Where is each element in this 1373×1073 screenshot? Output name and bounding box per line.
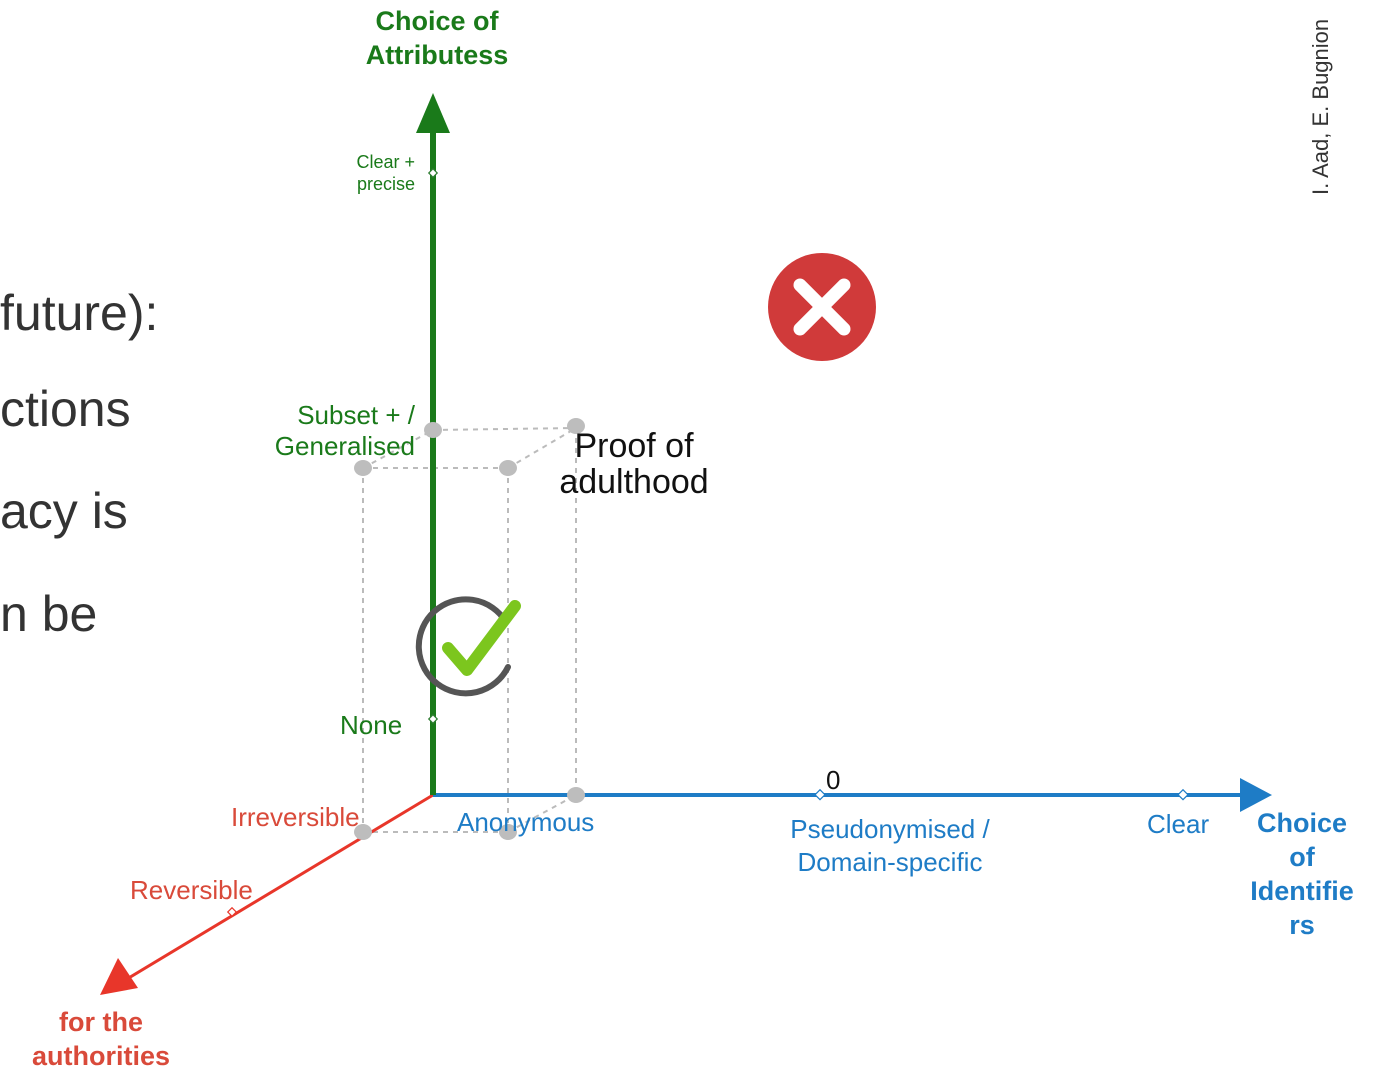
z-axis-title-line-2: authorities bbox=[31, 1041, 171, 1071]
tick-clear-precise bbox=[427, 167, 439, 179]
tick-label-irreversible: Irreversible bbox=[231, 802, 360, 832]
x-axis-title-line-3: Identifie bbox=[1250, 876, 1354, 906]
z-axis-title: for the authorities bbox=[0, 1005, 202, 1073]
reject-x-icon bbox=[768, 253, 876, 361]
x-axis-title-line-2: of bbox=[1289, 842, 1315, 872]
tick-label-none: None bbox=[340, 710, 403, 740]
y-axis-title: Choice of Attributess bbox=[337, 4, 537, 72]
x-axis-zero-label: 0 bbox=[826, 765, 841, 795]
tick-label-pseudonymised-line-1: Pseudonymised / bbox=[790, 814, 990, 844]
box-vertices bbox=[354, 418, 585, 840]
z-axis-title-line-1: for the bbox=[59, 1007, 143, 1037]
check-icon bbox=[415, 596, 521, 697]
body-text-line-3: acy is bbox=[0, 483, 128, 539]
tick-label-subset: Subset + / Generalised bbox=[230, 400, 415, 462]
x-axis-title-line-4: rs bbox=[1289, 910, 1315, 940]
tick-label-clear-precise-line-1: Clear + bbox=[356, 152, 415, 172]
proof-of-adulthood-line-2: adulthood bbox=[559, 463, 709, 501]
projection-box bbox=[362, 427, 577, 833]
tick-label-subset-line-1: Subset + / bbox=[297, 400, 415, 430]
body-text-line-4: n be bbox=[0, 586, 98, 642]
proof-of-adulthood-label: Proof of adulthood bbox=[548, 428, 720, 500]
tick-label-clear-precise: Clear + precise bbox=[330, 151, 415, 195]
tick-label-reversible: Reversible bbox=[130, 875, 253, 905]
x-axis-title-line-1: Choice bbox=[1256, 808, 1348, 838]
body-text-line-2: ctions bbox=[0, 381, 131, 437]
tick-label-clear-precise-line-2: precise bbox=[356, 174, 415, 194]
z-axis bbox=[100, 793, 434, 995]
tick-label-anonymous: Anonymous bbox=[457, 807, 595, 837]
tick-label-pseudonymised: Pseudonymised / Domain-specific bbox=[745, 813, 1035, 879]
tick-label-clear: Clear bbox=[1147, 809, 1210, 839]
proof-of-adulthood-line-1: Proof of bbox=[574, 427, 694, 465]
body-text-line-1: future): bbox=[0, 285, 159, 341]
y-axis-title-line-2: Attributess bbox=[365, 40, 509, 70]
tick-label-pseudonymised-line-2: Domain-specific bbox=[797, 847, 983, 877]
tick-none bbox=[427, 713, 439, 725]
tick-label-subset-line-2: Generalised bbox=[274, 431, 415, 461]
tick-reversible bbox=[226, 906, 238, 918]
tick-pseudonymised bbox=[814, 788, 826, 801]
y-axis bbox=[416, 93, 450, 795]
tick-markers bbox=[226, 167, 1189, 918]
y-axis-title-line-1: Choice of bbox=[375, 6, 499, 36]
x-axis-title: Choice of Identifie rs bbox=[1232, 806, 1372, 942]
tick-clear bbox=[1177, 788, 1189, 801]
